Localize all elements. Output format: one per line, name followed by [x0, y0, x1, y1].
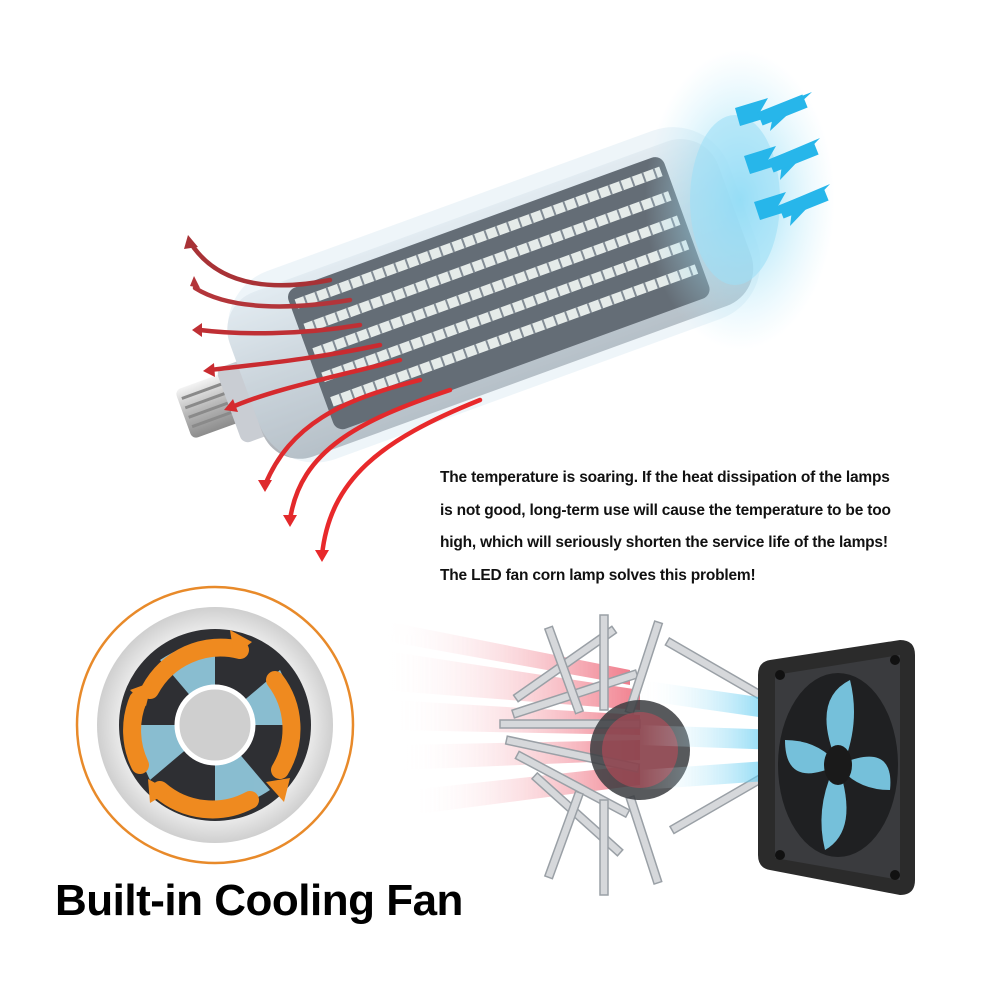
description-paragraph: The temperature is soaring. If the heat … [440, 462, 960, 592]
heatsink-illustration [380, 614, 780, 896]
rotation-arrows [123, 638, 301, 819]
intake-arrows [735, 92, 830, 226]
description-line-4: The LED fan corn lamp solves this proble… [440, 566, 756, 584]
cooling-fan-illustration [758, 640, 915, 895]
heat-arrows [187, 239, 483, 558]
feature-headline: Built-in Cooling Fan [55, 876, 463, 925]
description-line-1: The temperature is soaring. If the heat … [440, 469, 890, 486]
description-line-2: is not good, long-term use will cause th… [440, 501, 891, 519]
corn-lamp-illustration [176, 50, 835, 463]
fan-rotor-icon [75, 585, 355, 865]
heat-arrowheads [184, 235, 329, 562]
description-line-3: high, which will seriously shorten the s… [440, 534, 888, 551]
